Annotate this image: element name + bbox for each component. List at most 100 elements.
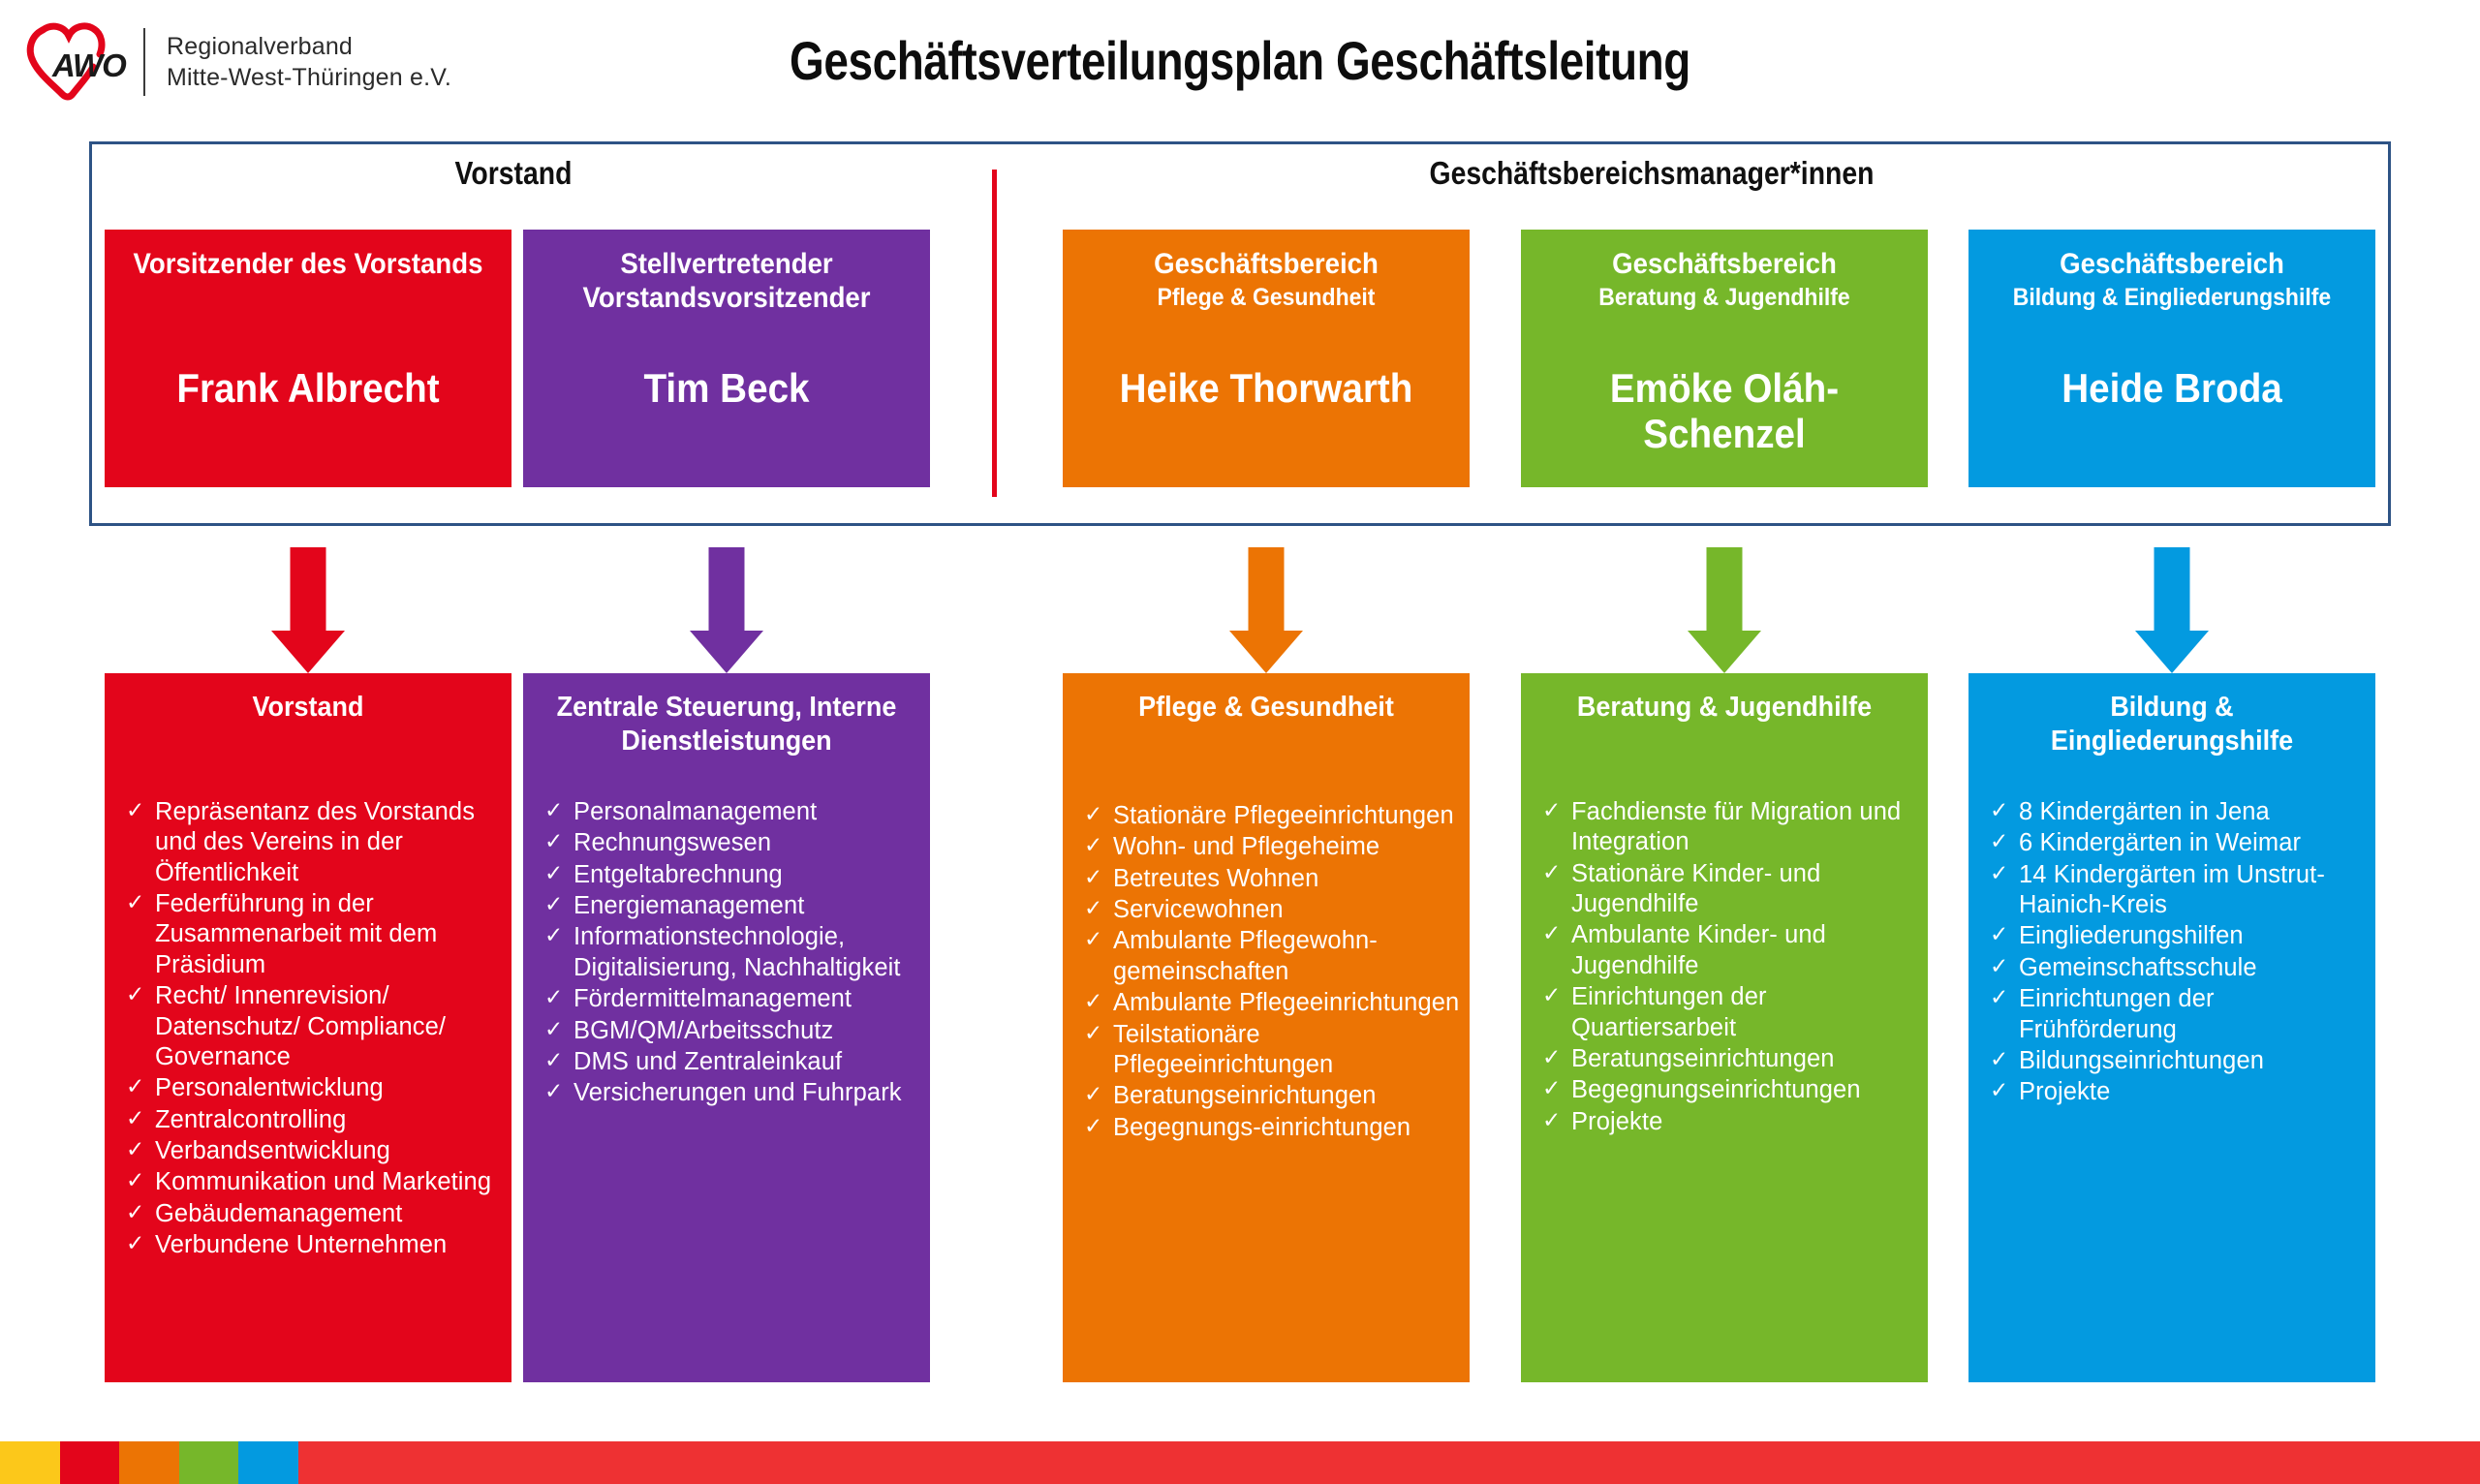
list-item: ✓Teilstationäre Pflegeeinrichtungen (1063, 1020, 1464, 1081)
list-item: ✓ Rechnungswesen (523, 828, 924, 858)
list-item-label: 8 Kindergärten in Jena (2019, 798, 2270, 825)
list-item-label: Begegnungseinrichtungen (1571, 1076, 1861, 1104)
check-icon: ✓ (126, 797, 145, 822)
list-item-label: Kommunikation und Marketing (155, 1168, 492, 1196)
leader-role-sub: Beratung & Jugendhilfe (1598, 284, 1850, 312)
detail-column-title: Zentrale Steuerung, Interne Dienstleistu… (556, 692, 897, 757)
list-item-label: Rechnungswesen (574, 829, 772, 857)
detail-column-list: ✓ Personalmanagement ✓ Rechnungswesen ✓ Entge… (523, 797, 924, 1110)
check-icon: ✓ (126, 1135, 145, 1161)
list-item-label: Fördermittelmanagement (574, 985, 852, 1013)
list-item-label: Entgeltabrechnung (574, 860, 783, 888)
list-item: ✓Zentralcontrolling (105, 1105, 506, 1135)
detail-column-list: ✓8 Kindergärten in Jena✓6 Kindergärten i… (1968, 797, 2370, 1109)
arrow-down-zentrale-steuerung-icon (690, 547, 763, 673)
leader-role: Geschäftsbereich Beratung & Jugendhilfe (1546, 247, 1903, 313)
detail-column-zentrale-steuerung[interactable]: Zentrale Steuerung, Interne Dienstleistu… (523, 673, 930, 1382)
list-item-label: Begegnungs-einrichtungen (1113, 1113, 1411, 1141)
check-icon: ✓ (126, 1198, 145, 1224)
list-item-label: Einrichtungen der Frühförderung (2019, 985, 2215, 1043)
list-item-label: Einrichtungen der Quartiersarbeit (1571, 983, 1767, 1041)
list-item: ✓Kommunikation und Marketing (105, 1167, 506, 1197)
detail-column-pflege-gesundheit[interactable]: Pflege & Gesundheit✓Stationäre Pflegeein… (1063, 673, 1470, 1382)
organisation-line-2: Mitte-West-Thüringen e.V. (167, 64, 452, 91)
check-icon: ✓ (1084, 1019, 1103, 1045)
detail-column-list: ✓ Stationäre Pflegeeinrichtungen ✓ Wohn- un… (1063, 801, 1464, 1144)
brand-logo: AWO Regionalverband Mitte-West-Thüringen… (23, 17, 527, 107)
list-item-label: Projekte (2019, 1078, 2111, 1106)
check-icon: ✓ (1990, 859, 2009, 885)
logo-divider (143, 28, 145, 96)
check-icon: ✓ (1542, 797, 1562, 822)
check-icon: ✓ (544, 1078, 564, 1104)
check-icon: ✓ (544, 797, 564, 822)
arrow-down-pflege-icon (1229, 547, 1303, 673)
list-item-label: Wohn- und Pflegeheime (1113, 833, 1380, 861)
list-item: ✓Projekte (1968, 1077, 2370, 1107)
list-item-label: Ambulante Pflegeeinrichtungen (1113, 989, 1460, 1017)
check-icon: ✓ (544, 828, 564, 854)
list-item: ✓ Ambulante Pflegeeinrichtungen (1063, 988, 1464, 1018)
list-item: ✓DMS und Zentraleinkauf (523, 1047, 924, 1077)
leader-card-stellvertreter[interactable]: Stellvertretender Vorstandsvorsitzender … (523, 230, 930, 487)
list-item-label: Personalmanagement (574, 798, 818, 825)
check-icon: ✓ (1990, 1045, 2009, 1071)
list-item: ✓ Personalmanagement (523, 797, 924, 827)
list-item: ✓Ambulante Pflegewohn-gemeinschaften (1063, 926, 1464, 987)
check-icon: ✓ (126, 1073, 145, 1099)
check-icon: ✓ (126, 889, 145, 915)
leader-name: Emöke Oláh-Schenzel (1609, 365, 1840, 457)
leader-card-beratung-jugendhilfe[interactable]: Geschäftsbereich Beratung & Jugendhilfe … (1521, 230, 1928, 487)
list-item: ✓Energiemanagement (523, 891, 924, 921)
list-item: ✓Fachdienste für Migration und Integrati… (1521, 797, 1922, 858)
list-item-label: Ambulante Pflegewohn-gemeinschaften (1113, 927, 1378, 985)
check-icon: ✓ (1990, 921, 2009, 947)
detail-column-beratung-jugendhilfe[interactable]: Beratung & Jugendhilfe✓Fachdienste für M… (1521, 673, 1928, 1382)
list-item: ✓Beratungseinrichtungen (1521, 1044, 1922, 1074)
list-item-label: Versicherungen und Fuhrpark (574, 1079, 902, 1107)
leader-name: Heide Broda (2062, 365, 2282, 411)
list-item: ✓Federführung in der Zusammenarbeit mit … (105, 889, 506, 980)
detail-column-title: Bildung & Eingliederungshilfe (2050, 692, 2294, 757)
leader-name: Frank Albrecht (176, 365, 440, 411)
awo-wordmark: AWO (52, 47, 127, 83)
footer-red (59, 1441, 120, 1484)
list-item-label: Stationäre Pflegeeinrichtungen (1113, 802, 1454, 829)
check-icon: ✓ (1990, 952, 2009, 978)
list-item: ✓ Stationäre Pflegeeinrichtungen (1063, 801, 1464, 831)
check-icon: ✓ (1084, 801, 1103, 826)
list-item-label: BGM/QM/Arbeitsschutz (574, 1016, 834, 1044)
check-icon: ✓ (1990, 984, 2009, 1010)
leader-role: Geschäftsbereich Pflege & Gesundheit (1088, 247, 1444, 313)
list-item: ✓ Einrichtungen der Frühförderung (1968, 984, 2370, 1045)
leader-card-vorsitzender[interactable]: Vorsitzender des Vorstands Frank Albrech… (105, 230, 512, 487)
organisation-line-1: Regionalverband (167, 32, 354, 60)
group-label-vorstand: Vorstand (454, 155, 573, 191)
list-item: ✓14 Kindergärten im Unstrut-Hainich-Krei… (1968, 860, 2370, 921)
detail-column-bildung-eingliederungshilfe[interactable]: Bildung & Eingliederungshilfe ✓ 8 Kindergä… (1968, 673, 2375, 1382)
check-icon: ✓ (544, 984, 564, 1010)
check-icon: ✓ (1084, 895, 1103, 921)
list-item-label: Bildungseinrichtungen (2019, 1046, 2265, 1074)
detail-column-vorstand[interactable]: Vorstand✓Repräsentanz des Vorstands und … (105, 673, 512, 1382)
check-icon: ✓ (544, 1015, 564, 1041)
check-icon: ✓ (544, 891, 564, 917)
check-icon: ✓ (1084, 988, 1103, 1014)
check-icon: ✓ (1990, 797, 2009, 822)
leader-card-pflege-gesundheit[interactable]: Geschäftsbereich Pflege & Gesundheit Hei… (1063, 230, 1470, 487)
page-title: Geschäftsverteilungsplan Geschäftsleitun… (790, 30, 1690, 91)
list-item: ✓Verbundene Unternehmen (105, 1230, 506, 1260)
list-item-label: Informationstechnologie, Digitalisierung… (574, 923, 901, 981)
list-item-label: DMS und Zentraleinkauf (574, 1047, 843, 1075)
leader-name: Heike Thorwarth (1119, 365, 1413, 411)
list-item-label: Zentralcontrolling (155, 1105, 347, 1133)
arrow-down-vorstand-icon (271, 547, 345, 673)
detail-column-list: ✓Repräsentanz des Vorstands und des Vere… (105, 797, 506, 1261)
list-item: ✓Informationstechnologie, Digitalisierun… (523, 922, 924, 983)
list-item-label: Personalentwicklung (155, 1074, 384, 1102)
leader-card-bildung-eingliederungshilfe[interactable]: Geschäftsbereich Bildung & Eingliederung… (1968, 230, 2375, 487)
list-item: ✓ Bildungseinrichtungen (1968, 1046, 2370, 1076)
footer-green (178, 1441, 239, 1484)
check-icon: ✓ (1542, 1106, 1562, 1132)
list-item: ✓Gemeinschaftsschule (1968, 953, 2370, 983)
